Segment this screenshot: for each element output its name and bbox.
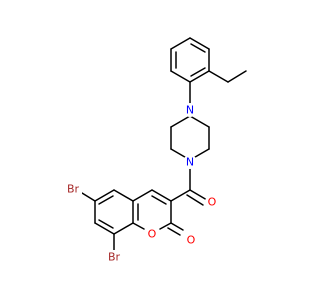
bond (98, 195, 114, 205)
bond (189, 37, 210, 50)
structure-svg: N N O O O Br Br (64, 37, 247, 264)
bond (190, 43, 206, 53)
bond (190, 67, 206, 77)
o-ring-atom: O (145, 227, 159, 241)
bond (94, 222, 115, 235)
o-carbonyl-atom: O (205, 195, 219, 209)
bond (170, 115, 191, 128)
bond (151, 189, 172, 202)
atom-labels: N N O O O Br Br (64, 103, 219, 264)
bond (189, 115, 210, 128)
o-lactone-atom: O (184, 233, 198, 247)
br-8-label: Br (108, 251, 121, 264)
n-lower-label: N (186, 156, 194, 169)
o-ring-label: O (148, 228, 157, 241)
br-6-atom: Br (64, 182, 82, 196)
bond (94, 189, 115, 202)
bonds (81, 37, 247, 252)
bond (113, 222, 134, 235)
bond (98, 219, 114, 229)
bond (159, 222, 172, 230)
n-lower-atom: N (183, 155, 197, 169)
br-6-label: Br (67, 183, 80, 196)
bond (170, 70, 191, 83)
o-lactone-label: O (187, 234, 196, 247)
bond (186, 194, 204, 206)
bond (151, 195, 167, 205)
bond (132, 189, 153, 202)
bond (208, 70, 229, 83)
bond (189, 70, 210, 83)
o-carbonyl-label: O (208, 196, 217, 209)
bond (132, 222, 145, 230)
bond (170, 222, 184, 231)
n-upper-atom: N (183, 103, 197, 117)
bond (189, 189, 208, 201)
bond (170, 37, 191, 50)
bond (227, 70, 247, 83)
bond (167, 227, 181, 236)
n-upper-label: N (186, 104, 194, 117)
bond (113, 189, 134, 202)
br-8-atom: Br (105, 250, 123, 264)
bond (81, 192, 96, 202)
bond (170, 189, 191, 202)
